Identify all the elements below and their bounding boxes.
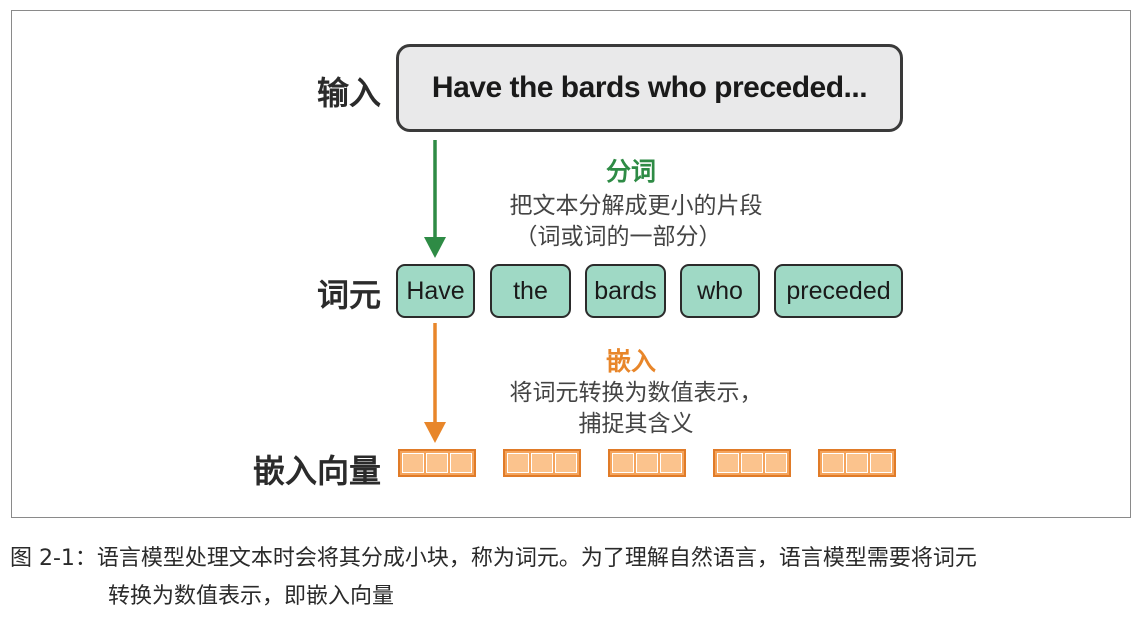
embedding-title: 嵌入 xyxy=(606,347,657,376)
embed-arrow xyxy=(424,323,446,443)
caption-line2: 转换为数值表示，即嵌入向量 xyxy=(108,584,395,609)
embeddings-label: 嵌入向量 xyxy=(252,452,381,490)
embedding-vector xyxy=(608,449,686,477)
embedding-vector xyxy=(503,449,581,477)
embedding-vector xyxy=(713,449,791,477)
tokenization-title: 分词 xyxy=(606,157,657,186)
embedding-vector xyxy=(398,449,476,477)
figure-caption: 图 2-1：语言模型处理文本时会将其分成小块，称为词元。为了理解自然语言，语言模… xyxy=(10,540,1135,616)
tokenization-desc-line2: （词或词的一部分） xyxy=(514,224,722,250)
token-the: the xyxy=(490,264,571,318)
token-have: Have xyxy=(396,264,475,318)
input-label: 输入 xyxy=(316,74,381,112)
embedding-desc-line1: 将词元转换为数值表示， xyxy=(509,380,763,406)
token-bards: bards xyxy=(585,264,666,318)
token-preceded: preceded xyxy=(774,264,903,318)
embedding-desc-line2: 捕捉其含义 xyxy=(578,411,694,437)
input-text-box: Have the bards who preceded... xyxy=(396,44,903,132)
token-who: who xyxy=(680,264,760,318)
tokenization-desc-line1: 把文本分解成更小的片段 xyxy=(509,193,763,219)
tokens-label: 词元 xyxy=(316,276,381,314)
embedding-vector xyxy=(818,449,896,477)
tokenize-arrow xyxy=(424,140,446,258)
caption-line1: 图 2-1：语言模型处理文本时会将其分成小块，称为词元。为了理解自然语言，语言模… xyxy=(10,546,977,571)
